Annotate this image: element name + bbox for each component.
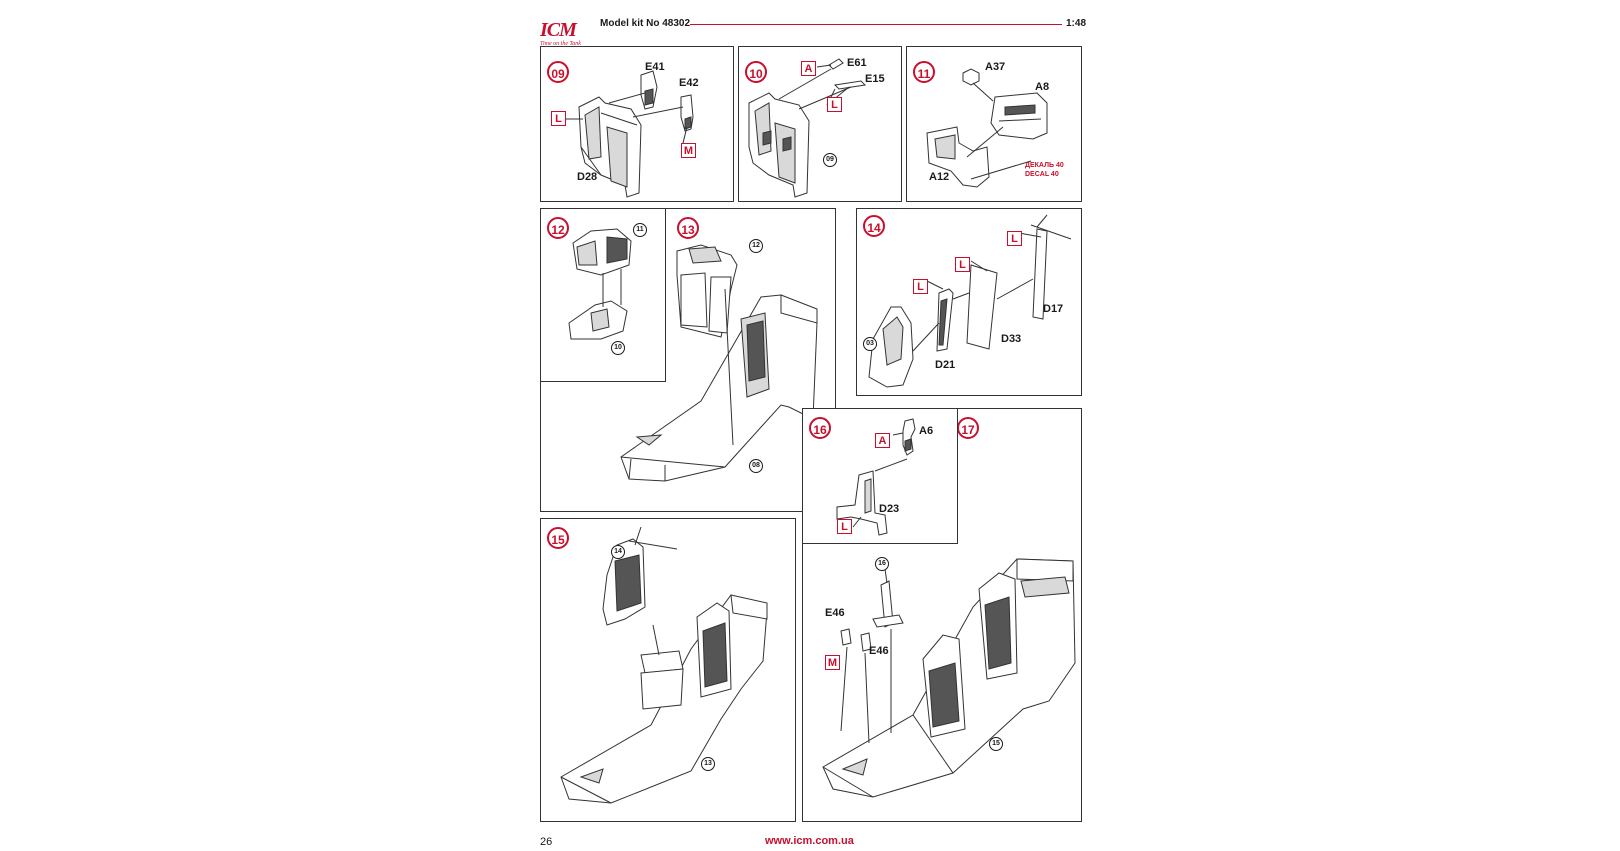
step-16-drawing bbox=[836, 418, 916, 536]
kit-label: Model kit No 48302 bbox=[600, 18, 691, 29]
logo-brand: ICM bbox=[540, 19, 577, 41]
step-17-drawing bbox=[822, 558, 1076, 798]
part-label-a37: A37 bbox=[985, 61, 1006, 73]
step-09-panel: 09 E41 E42 D28 L M bbox=[540, 46, 734, 202]
part-label-e42: E42 bbox=[679, 77, 699, 89]
website-link[interactable]: www.icm.com.ua bbox=[765, 835, 854, 847]
part-label-d33: D33 bbox=[1001, 333, 1022, 345]
part-label-d23: D23 bbox=[879, 503, 900, 515]
part-label-e41: E41 bbox=[645, 61, 665, 73]
part-label-e46: E46 bbox=[825, 607, 845, 619]
paint-tag-l: L bbox=[551, 111, 566, 126]
reference-step-12: 12 bbox=[749, 239, 763, 253]
step-13-drawing bbox=[620, 244, 818, 482]
step-12-panel: 12 11 10 bbox=[540, 208, 666, 382]
part-label-d17: D17 bbox=[1043, 303, 1064, 315]
decal-note-en: DECAL 40 bbox=[1025, 171, 1059, 178]
paint-tag-m: M bbox=[681, 143, 696, 158]
reference-step-13: 13 bbox=[701, 757, 715, 771]
step-15-drawing bbox=[560, 526, 768, 804]
reference-step-15: 15 bbox=[989, 737, 1003, 751]
part-label-e15: E15 bbox=[865, 73, 885, 85]
reference-step-09: 09 bbox=[823, 153, 837, 167]
reference-step-14: 14 bbox=[611, 545, 625, 559]
step-11-drawing bbox=[926, 68, 1048, 188]
step-14-panel: 14 D17 D33 D21 L L L 03 bbox=[856, 208, 1082, 396]
step-number-13: 13 bbox=[677, 217, 699, 239]
icm-logo: ICM Time on the Tank bbox=[540, 19, 592, 47]
header-divider bbox=[690, 24, 1062, 25]
step-12-drawing bbox=[568, 228, 632, 340]
step-number-11: 11 bbox=[913, 61, 935, 83]
step-number-14: 14 bbox=[863, 215, 885, 237]
part-label-d21: D21 bbox=[935, 359, 956, 371]
decal-note-ru: ДЕКАЛЬ 40 bbox=[1025, 162, 1064, 169]
paint-tag-a: A bbox=[875, 433, 890, 448]
step-number-17: 17 bbox=[957, 417, 979, 439]
step-number-12: 12 bbox=[547, 217, 569, 239]
part-label-a6: A6 bbox=[919, 425, 934, 437]
step-15-panel: 15 14 13 bbox=[540, 518, 796, 822]
step-number-16: 16 bbox=[809, 417, 831, 439]
decal-note: ДЕКАЛЬ 40 DECAL 40 bbox=[1025, 161, 1064, 179]
page-number: 26 bbox=[540, 836, 553, 848]
reference-step-16: 16 bbox=[875, 557, 889, 571]
step-number-09: 09 bbox=[547, 61, 569, 83]
step-number-15: 15 bbox=[547, 527, 569, 549]
step-11-panel: 11 A37 A8 A12 ДЕКАЛЬ 40 DECAL 40 bbox=[906, 46, 1082, 202]
paint-tag-l: L bbox=[827, 97, 842, 112]
part-label-e46: E46 bbox=[869, 645, 889, 657]
logo-tagline: Time on the Tank bbox=[540, 41, 581, 47]
step-14-drawing bbox=[868, 214, 1072, 388]
part-label-a12: A12 bbox=[929, 171, 950, 183]
step-number-10: 10 bbox=[745, 61, 767, 83]
reference-step-10: 10 bbox=[611, 341, 625, 355]
part-label-d28: D28 bbox=[577, 171, 598, 183]
paint-tag-m: M bbox=[825, 655, 840, 670]
paint-tag-a: A bbox=[801, 61, 816, 76]
paint-tag-l: L bbox=[837, 519, 852, 534]
step-16-panel: 16 A6 D23 A L bbox=[802, 408, 958, 544]
paint-tag-l: L bbox=[1007, 231, 1022, 246]
part-label-a8: A8 bbox=[1035, 81, 1050, 93]
part-label-e61: E61 bbox=[847, 57, 867, 69]
reference-step-11: 11 bbox=[633, 223, 647, 237]
reference-step-03: 03 bbox=[863, 337, 877, 351]
scale-label: 1:48 bbox=[1066, 18, 1087, 29]
paint-tag-l: L bbox=[955, 257, 970, 272]
reference-step-08: 08 bbox=[749, 459, 763, 473]
paint-tag-l: L bbox=[913, 279, 928, 294]
step-09-drawing bbox=[563, 70, 694, 198]
step-10-panel: 10 E61 E15 A L 09 bbox=[738, 46, 902, 202]
